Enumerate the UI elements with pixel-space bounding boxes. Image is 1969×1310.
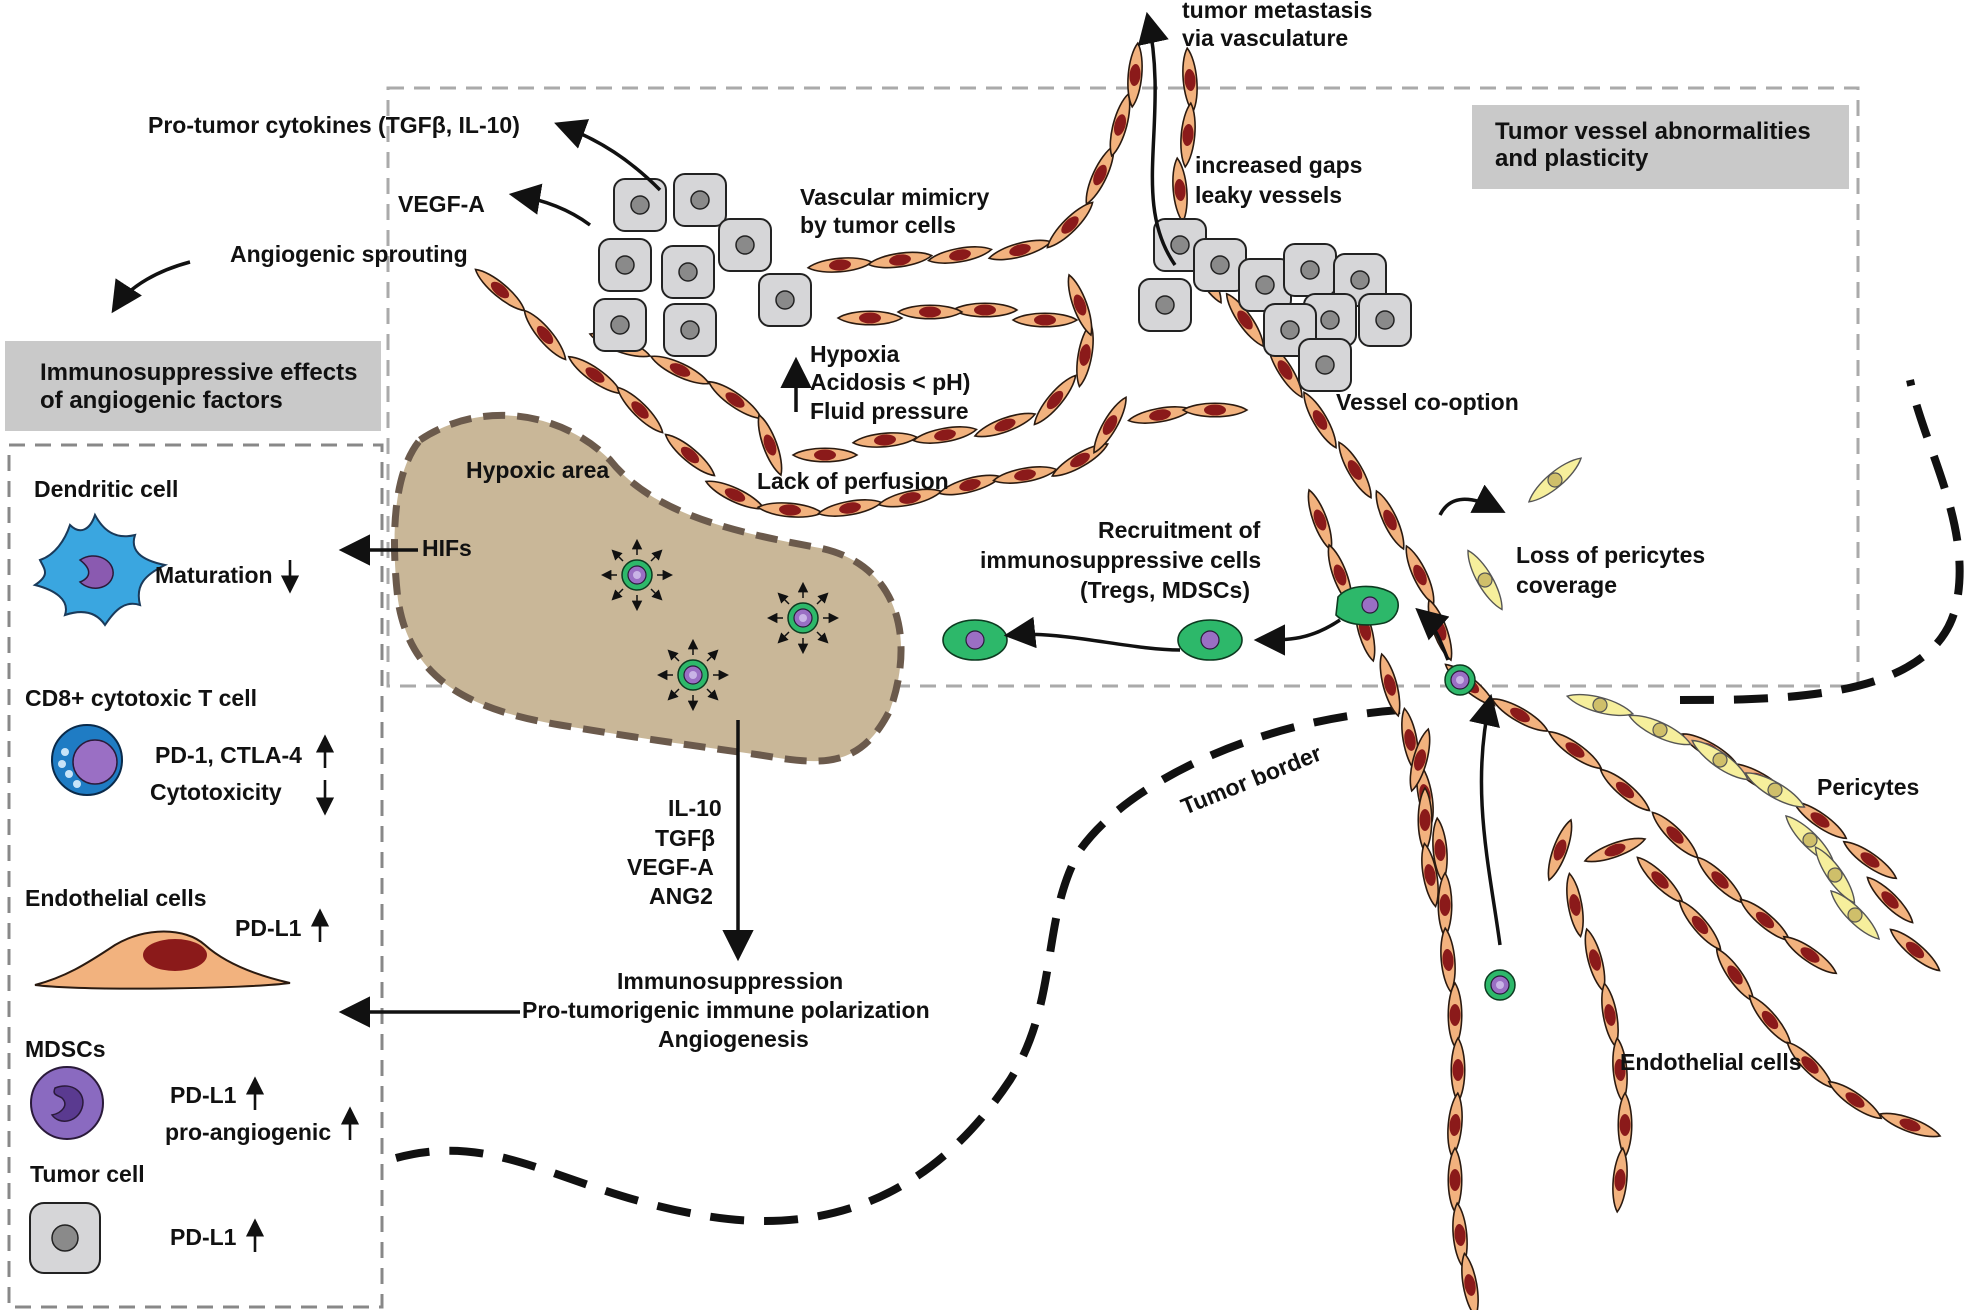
- outcome-polarization-label: Pro-tumorigenic immune polarization: [522, 997, 930, 1023]
- recruitment-label-1: Recruitment of: [1098, 517, 1261, 543]
- pericytes-group: [1460, 451, 1886, 946]
- outcome-immunosuppression-label: Immunosuppression: [617, 968, 843, 994]
- fluid-pressure-label: Fluid pressure: [810, 398, 968, 424]
- factor-tgfb-label: TGFβ: [655, 825, 715, 851]
- t-cell-icon: [51, 724, 123, 796]
- vascular-mimicry-label-2: by tumor cells: [800, 212, 956, 238]
- recruitment-label-2: immunosuppressive cells: [980, 547, 1261, 573]
- recruitment-label-3: (Tregs, MDSCs): [1080, 577, 1250, 603]
- pd-l1-endo-label: PD-L1: [235, 915, 302, 941]
- loss-pericytes-label-1: Loss of pericytes: [1516, 542, 1705, 568]
- tumor-border-label: Tumor border: [1177, 740, 1325, 820]
- tumor-vessel-title-2: and plasticity: [1495, 145, 1649, 172]
- hypoxic-area-label: Hypoxic area: [466, 457, 609, 483]
- mdsc-icon: [30, 1066, 104, 1140]
- hypoxic-cell-2: [766, 581, 840, 655]
- tumor-cell-cluster-left: [593, 173, 812, 357]
- tumor-metastasis-label-1: tumor metastasis: [1182, 0, 1372, 23]
- tumor-border-line-right: [1679, 379, 1964, 704]
- immuno-title-1: Immunosuppressive effects: [40, 359, 357, 386]
- pericytes-label: Pericytes: [1817, 774, 1919, 800]
- legend-cd8-title: CD8+ cytotoxic T cell: [25, 685, 257, 711]
- recruited-immune-cells: [942, 585, 1516, 1001]
- maturation-label: Maturation: [155, 562, 273, 588]
- tumor-border-line: [394, 706, 1401, 1225]
- tumor-metastasis-label-2: via vasculature: [1182, 25, 1348, 51]
- vascular-mimicry-label-1: Vascular mimicry: [800, 184, 989, 210]
- tumor-cell-icon: [29, 1202, 101, 1274]
- vegf-a-label: VEGF-A: [398, 191, 485, 217]
- endothelial-cells-main-label: Endothelial cells: [1620, 1049, 1802, 1075]
- hypoxic-cell-1: [600, 538, 674, 612]
- indicator-arrows: [245, 560, 360, 1252]
- legend-mdscs-title: MDSCs: [25, 1036, 106, 1062]
- legend-tumor-title: Tumor cell: [30, 1161, 145, 1187]
- cytotoxicity-label: Cytotoxicity: [150, 779, 282, 805]
- tumor-vessel-box: [386, 86, 1860, 688]
- endothelial-cell-icon: [34, 930, 291, 990]
- loss-pericytes-label-2: coverage: [1516, 572, 1617, 598]
- pro-angiogenic-label: pro-angiogenic: [165, 1119, 331, 1145]
- hypoxic-cell-3: [656, 638, 730, 712]
- legend-endothelial-title: Endothelial cells: [25, 885, 207, 911]
- factor-il10-label: IL-10: [668, 795, 722, 821]
- hifs-label: HIFs: [422, 535, 472, 561]
- factor-ang2-label: ANG2: [649, 883, 713, 909]
- immuno-title-2: of angiogenic factors: [40, 387, 283, 414]
- pd-l1-tumor-label: PD-L1: [170, 1224, 237, 1250]
- leaky-vessels-label: leaky vessels: [1195, 182, 1342, 208]
- immuno-label-box: [5, 341, 381, 431]
- factor-vegfa-label: VEGF-A: [627, 854, 714, 880]
- legend-dendritic-title: Dendritic cell: [34, 476, 178, 502]
- angiogenic-sprouting-label: Angiogenic sprouting: [230, 241, 468, 267]
- immuno-effects-box: [7, 443, 384, 1309]
- diagram-arrows: [111, 11, 1506, 1028]
- increased-gaps-label: increased gaps: [1195, 152, 1362, 178]
- pro-tumor-cytokines-label: Pro-tumor cytokines (TGFβ, IL-10): [148, 112, 520, 138]
- tumor-vessel-title-1: Tumor vessel abnormalities: [1495, 118, 1811, 145]
- hypoxia-label: Hypoxia: [810, 341, 900, 367]
- outcome-angiogenesis-label: Angiogenesis: [658, 1026, 809, 1052]
- lack-of-perfusion-label: Lack of perfusion: [757, 468, 949, 494]
- dendritic-cell-icon: [32, 512, 169, 627]
- pd1-ctla4-label: PD-1, CTLA-4: [155, 742, 302, 768]
- pd-l1-mdsc-label: PD-L1: [170, 1082, 237, 1108]
- tumor-vessel-label-box: [1472, 105, 1849, 189]
- hypoxic-area: [390, 411, 905, 765]
- vessel-cooption-label: Vessel co-option: [1336, 389, 1519, 415]
- acidosis-label: Acidosis < pH): [810, 369, 970, 395]
